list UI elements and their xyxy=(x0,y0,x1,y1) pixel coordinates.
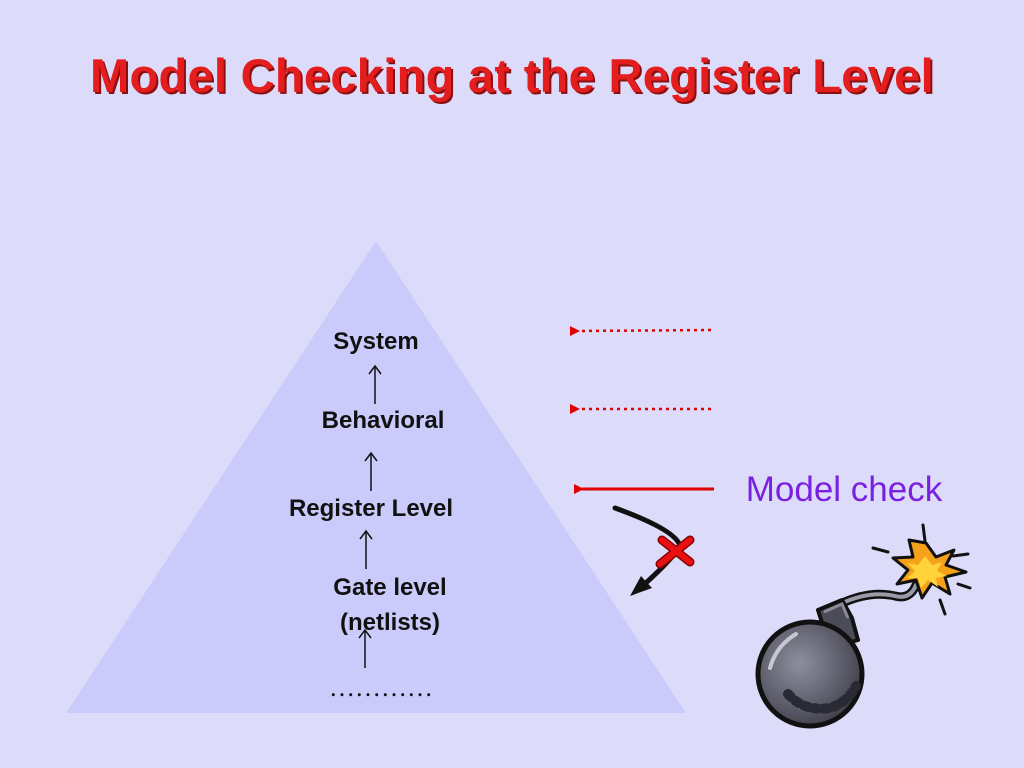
up-arrow-icon xyxy=(368,364,382,404)
level-register: Register Level xyxy=(289,495,453,522)
slide-title: Model Checking at the Register Level xyxy=(90,49,934,102)
level-system: System xyxy=(333,328,418,355)
level-more-dots: ………… xyxy=(329,673,433,702)
level-gate-netlists: (netlists) xyxy=(340,609,440,636)
level-gate: Gate level xyxy=(333,574,446,601)
dotted-arrow-system xyxy=(569,326,712,337)
model-check-label: Model check xyxy=(746,470,943,509)
pyramid-triangle xyxy=(66,241,686,713)
bomb-icon xyxy=(755,523,972,729)
curved-arrow-head xyxy=(630,576,652,596)
up-arrows xyxy=(358,364,382,668)
cross-icon xyxy=(655,535,695,569)
up-arrow-icon xyxy=(359,529,373,569)
level-behavioral: Behavioral xyxy=(322,407,445,434)
up-arrow-icon xyxy=(358,628,372,668)
up-arrow-icon xyxy=(364,451,378,491)
